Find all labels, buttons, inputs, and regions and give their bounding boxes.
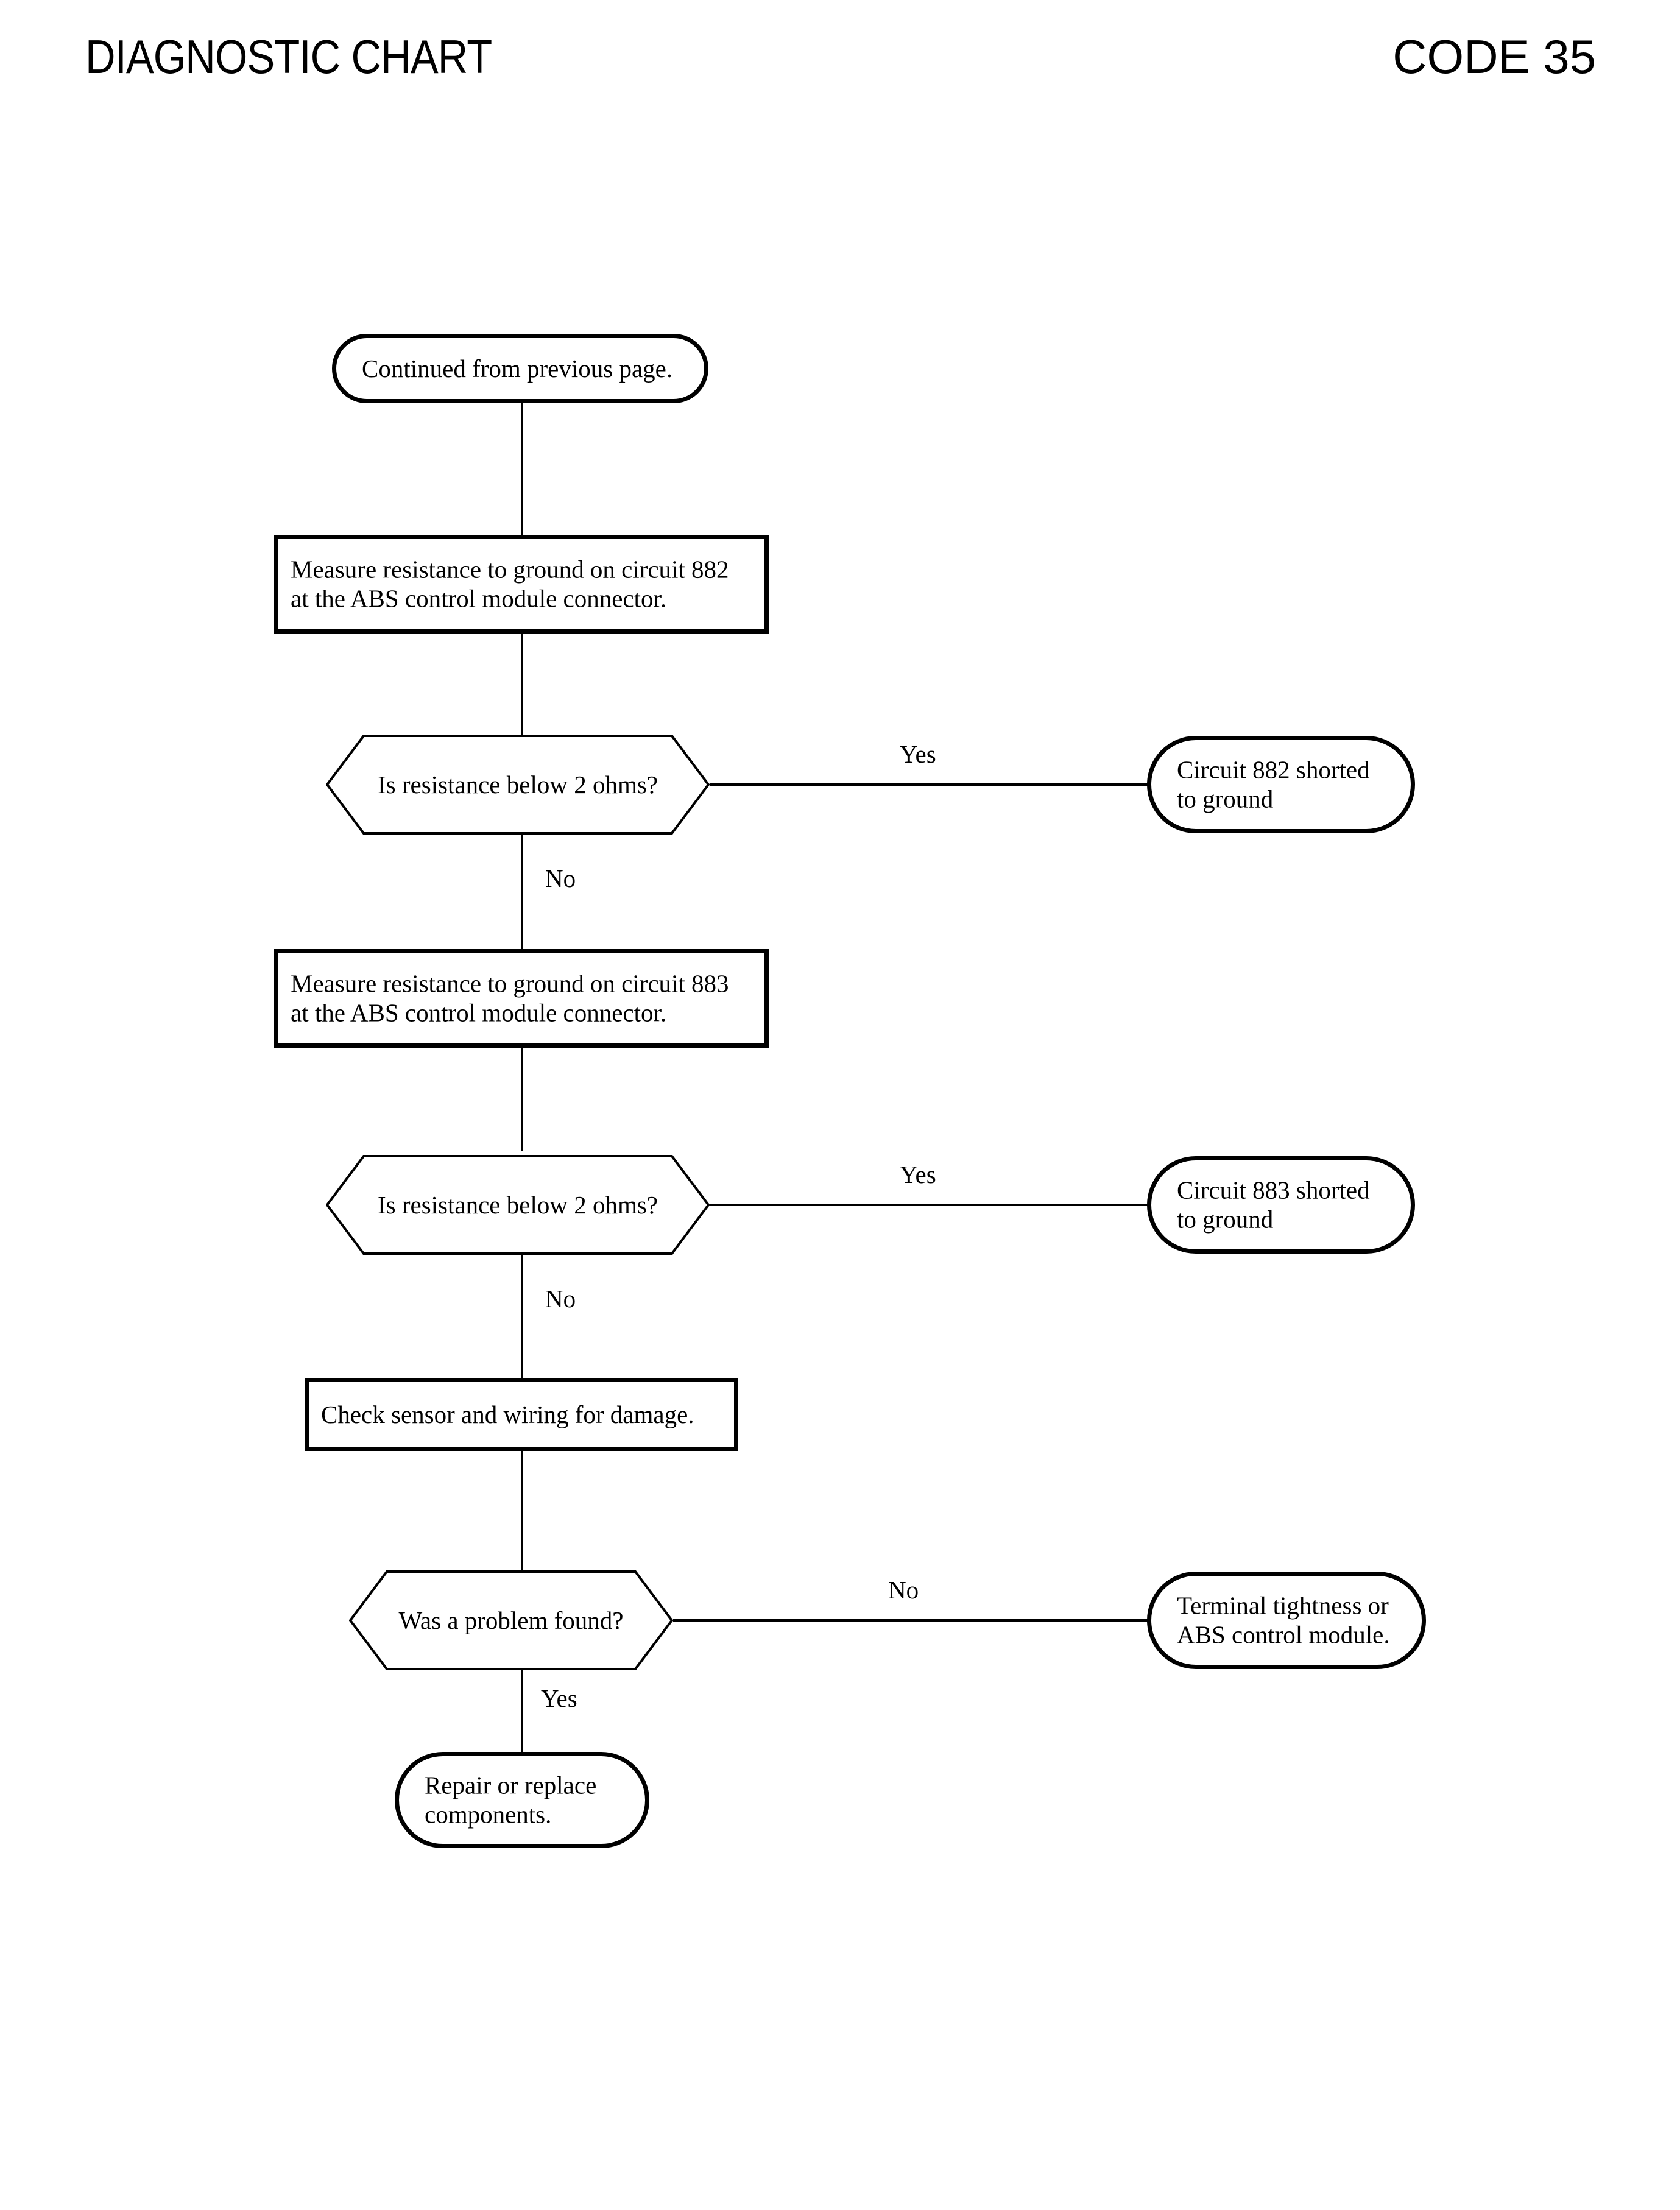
- node-label: Repair or replace components.: [425, 1771, 597, 1829]
- node-label: Was a problem found?: [398, 1606, 624, 1634]
- node-decision-resistance-883[interactable]: Is resistance below 2 ohms?: [326, 1155, 710, 1255]
- node-continued-from-previous-page[interactable]: Continued from previous page.: [332, 334, 708, 403]
- node-terminal-tightness-abs-module[interactable]: Terminal tightness or ABS control module…: [1147, 1572, 1426, 1669]
- node-label: Circuit 882 shorted to ground: [1177, 755, 1370, 813]
- page-header: DIAGNOSTIC CHART CODE 35: [0, 0, 1680, 110]
- node-circuit-883-shorted[interactable]: Circuit 883 shorted to ground: [1147, 1156, 1415, 1254]
- node-label: Measure resistance to ground on circuit …: [291, 969, 729, 1027]
- node-repair-or-replace[interactable]: Repair or replace components.: [395, 1752, 649, 1848]
- page-title: DIAGNOSTIC CHART: [85, 30, 492, 83]
- hexagon-shape: [326, 735, 710, 835]
- edge-label-yes-882: Yes: [900, 740, 936, 768]
- edge-label-yes-problem-found: Yes: [541, 1684, 577, 1712]
- edge-label-yes-883: Yes: [900, 1160, 936, 1188]
- node-decision-problem-found[interactable]: Was a problem found?: [349, 1570, 673, 1670]
- node-label: Check sensor and wiring for damage.: [321, 1400, 694, 1428]
- node-circuit-882-shorted[interactable]: Circuit 882 shorted to ground: [1147, 736, 1415, 833]
- node-label: Circuit 883 shorted to ground: [1177, 1176, 1370, 1234]
- hexagon-shape: [349, 1570, 673, 1670]
- node-decision-resistance-882[interactable]: Is resistance below 2 ohms?: [326, 735, 710, 835]
- node-measure-resistance-883[interactable]: Measure resistance to ground on circuit …: [274, 949, 769, 1048]
- hexagon-shape: [326, 1155, 710, 1255]
- node-label: Is resistance below 2 ohms?: [378, 1190, 658, 1219]
- edge-label-no-882: No: [545, 864, 576, 892]
- node-label: Continued from previous page.: [362, 354, 673, 383]
- node-measure-resistance-882[interactable]: Measure resistance to ground on circuit …: [274, 535, 769, 634]
- node-label: Measure resistance to ground on circuit …: [291, 555, 729, 613]
- node-label: Is resistance below 2 ohms?: [378, 770, 658, 799]
- edge-label-no-problem-found: No: [888, 1576, 919, 1604]
- diagnostic-code: CODE 35: [1392, 30, 1596, 83]
- node-check-sensor-wiring[interactable]: Check sensor and wiring for damage.: [305, 1378, 738, 1451]
- edge-label-no-883: No: [545, 1285, 576, 1313]
- node-label: Terminal tightness or ABS control module…: [1177, 1591, 1390, 1649]
